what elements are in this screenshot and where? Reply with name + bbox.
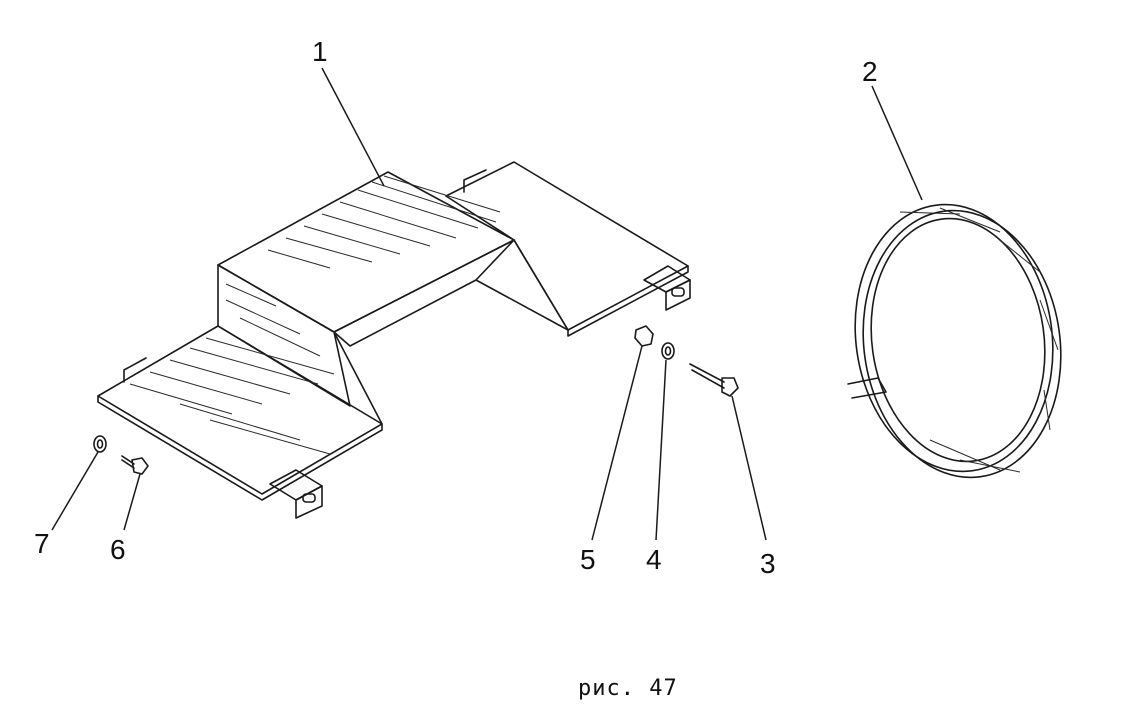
leader-1 [321, 67, 385, 187]
left-flange-edge [97, 395, 383, 501]
callout-6: 6 [110, 534, 126, 565]
leader-6 [123, 473, 141, 531]
callout-1: 1 [312, 36, 328, 67]
leader-2 [871, 85, 923, 201]
callout-7: 7 [34, 528, 50, 559]
right-back-tab [463, 169, 487, 193]
ring-hatching [899, 207, 1059, 473]
leader-4 [655, 359, 667, 541]
small-washer-part [93, 435, 107, 453]
top-platform [217, 171, 515, 333]
ring-inner [870, 217, 1046, 463]
left-flange [97, 325, 383, 495]
left-riser [217, 264, 351, 407]
top-hatching [267, 175, 501, 269]
leader-5 [591, 345, 643, 541]
ring-tab [847, 377, 887, 399]
ring-outer-back [854, 203, 1054, 473]
leader-3 [731, 395, 767, 541]
right-flange [445, 161, 689, 331]
left-hatching [129, 337, 335, 455]
ring-outer-front [862, 209, 1062, 479]
callout-2: 2 [862, 56, 878, 87]
riser-hatching [225, 283, 321, 357]
bracket-right [643, 265, 691, 311]
callout-4: 4 [646, 544, 662, 575]
screw-part [121, 455, 149, 475]
bracket-left [269, 469, 323, 519]
figure-caption: рис. 47 [578, 676, 678, 701]
bolt-part [689, 363, 739, 397]
nut-part [634, 325, 654, 347]
clamp-ring-part [847, 203, 1062, 479]
callout-3: 3 [760, 548, 776, 579]
cover-plate-part [97, 161, 691, 519]
callout-5: 5 [580, 544, 596, 575]
right-riser [333, 239, 515, 347]
leader-7 [51, 451, 99, 531]
right-flange-edge [567, 265, 689, 337]
washer-part [661, 342, 675, 360]
leader-lines [51, 67, 923, 541]
left-back-tab [123, 357, 147, 383]
